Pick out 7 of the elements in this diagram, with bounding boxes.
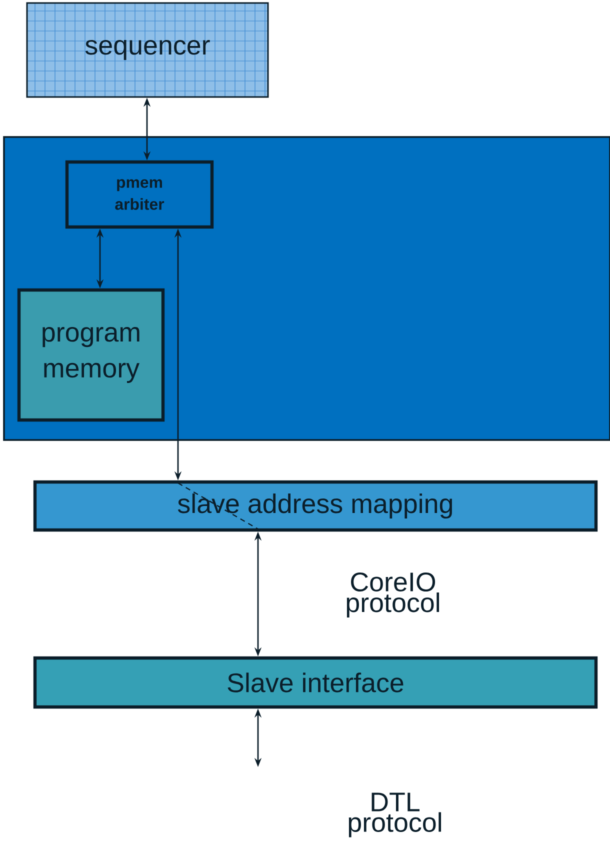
- memory-box: program memory: [17, 288, 165, 422]
- protocol-label: DTL protocol: [348, 792, 442, 838]
- interface-bar: Slave interface: [33, 656, 598, 709]
- sequencer-box: sequencer: [26, 2, 269, 98]
- protocol-label: CoreIO protocol: [346, 572, 440, 618]
- arbiter-box: pmem arbiter: [65, 160, 214, 229]
- mapping-bar: slave address mapping: [33, 480, 598, 532]
